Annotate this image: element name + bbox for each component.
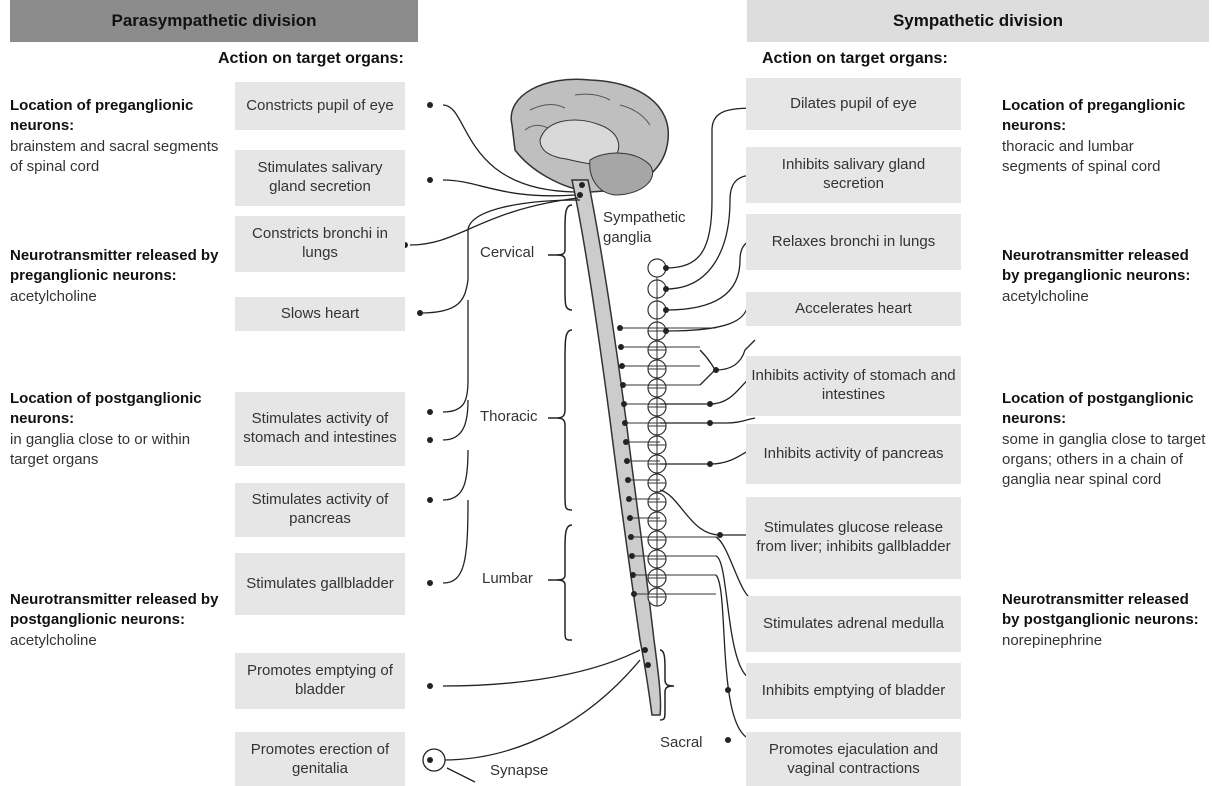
right-organ-box: Stimulates adrenal medulla [746, 596, 961, 652]
sympathetic-ganglia-label: Sympathetic ganglia [603, 208, 713, 247]
right-organ-box: Relaxes bronchi in lungs [746, 214, 961, 270]
left-organ-box: Stimulates activity of pancreas [235, 483, 405, 537]
right-info-postganglionic-location: Location of postganglionic neurons: some… [1002, 389, 1207, 490]
right-organ-box: Inhibits salivary gland secretion [746, 147, 961, 203]
left-info-postganglionic-neurotransmitter: Neurotransmitter released by postganglio… [10, 590, 220, 651]
left-info-preganglionic-location: Location of preganglionic neurons: brain… [10, 96, 220, 177]
right-organ-box: Promotes ejaculation and vaginal contrac… [746, 732, 961, 786]
right-info-preganglionic-location: Location of preganglionic neurons: thora… [1002, 96, 1202, 177]
sacral-label: Sacral [660, 734, 703, 751]
left-info-postganglionic-location: Location of postganglionic neurons: in g… [10, 389, 220, 470]
right-organ-box: Accelerates heart [746, 292, 961, 326]
right-info-postganglionic-neurotransmitter: Neurotransmitter released by postganglio… [1002, 590, 1202, 651]
left-organ-box: Constricts pupil of eye [235, 82, 405, 130]
brain-icon [511, 79, 668, 195]
left-organ-box: Stimulates activity of stomach and intes… [235, 392, 405, 466]
lumbar-label: Lumbar [482, 570, 533, 587]
thoracic-label: Thoracic [480, 408, 538, 425]
right-organ-box: Inhibits activity of pancreas [746, 424, 961, 484]
left-organ-box: Stimulates salivary gland secretion [235, 150, 405, 206]
right-organ-box: Dilates pupil of eye [746, 78, 961, 130]
cervical-label: Cervical [480, 244, 534, 261]
left-organ-box: Constricts bronchi in lungs [235, 216, 405, 272]
left-organ-box: Slows heart [235, 297, 405, 331]
right-organ-box: Stimulates glucose release from liver; i… [746, 497, 961, 579]
right-organ-box: Inhibits activity of stomach and intesti… [746, 356, 961, 416]
left-organ-box: Promotes emptying of bladder [235, 653, 405, 709]
spinal-cord [572, 180, 661, 715]
left-info-preganglionic-neurotransmitter: Neurotransmitter released by preganglion… [10, 246, 220, 307]
synapse-label: Synapse [490, 762, 548, 779]
right-organ-box: Inhibits emptying of bladder [746, 663, 961, 719]
left-organ-box: Stimulates gallbladder [235, 553, 405, 615]
right-info-preganglionic-neurotransmitter: Neurotransmitter released by preganglion… [1002, 246, 1202, 307]
left-organ-box: Promotes erection of genitalia [235, 732, 405, 786]
